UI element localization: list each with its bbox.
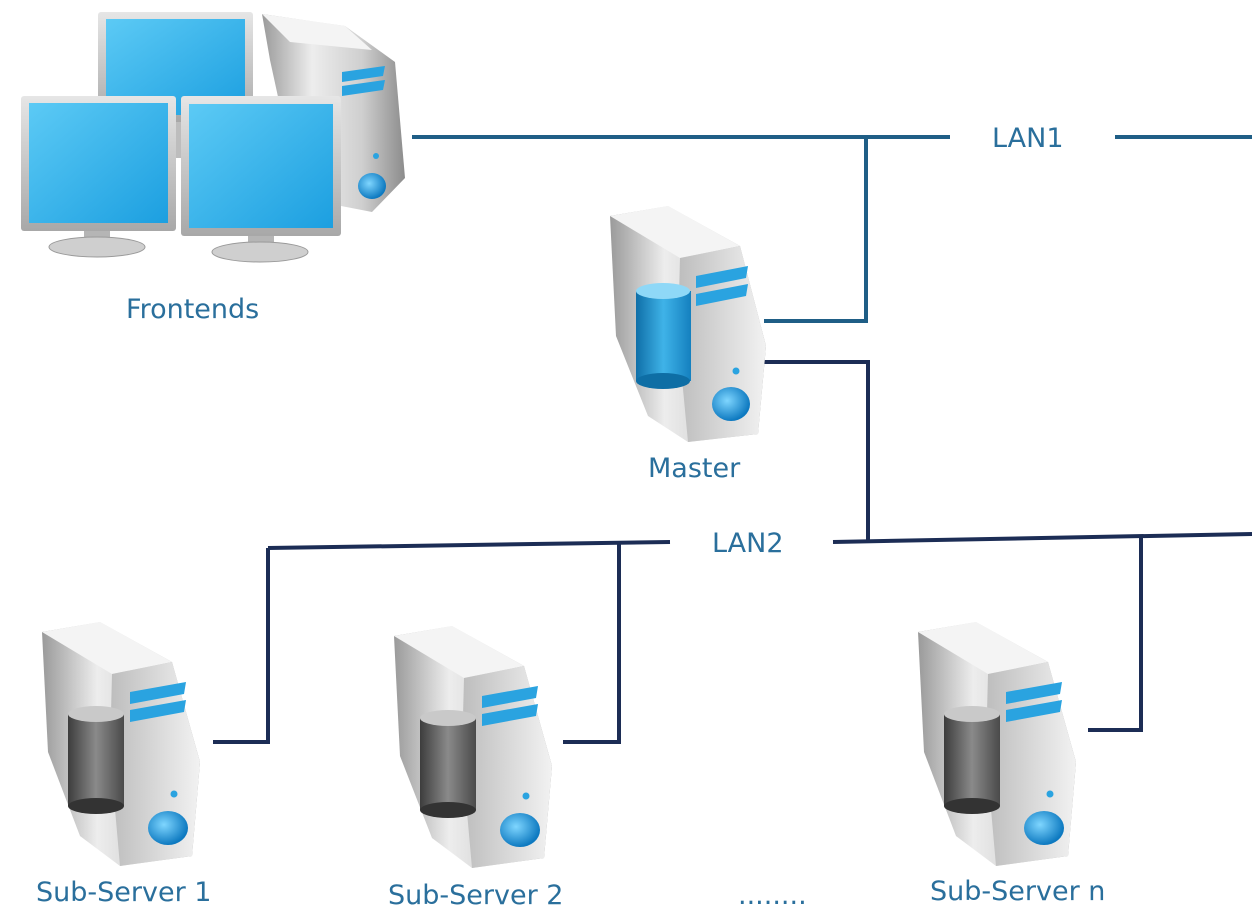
lan2-label: LAN2 [712, 528, 784, 559]
ellipsis-label: ........ [738, 880, 807, 911]
sub-server-1-label: Sub-Server 1 [36, 877, 212, 908]
sub-server-1-icon [42, 622, 200, 866]
lan2-trunk-left [267, 540, 671, 550]
lan2-subn-link [1088, 537, 1143, 732]
frontends-label: Frontends [126, 294, 260, 325]
lan1-label: LAN1 [992, 123, 1064, 154]
lan1-master-link [764, 137, 868, 323]
sub-server-n-icon [918, 622, 1076, 866]
sub-server-2-icon [394, 626, 552, 868]
lan2-master-link [764, 360, 870, 540]
sub-server-n-label: Sub-Server n [930, 876, 1106, 907]
sub-server-2-label: Sub-Server 2 [388, 880, 564, 911]
lan2-sub1-link [213, 548, 270, 744]
master-server-icon [610, 206, 766, 442]
master-label: Master [648, 453, 741, 484]
lan2-sub2-link [563, 544, 621, 744]
lan2-trunk-right [832, 532, 1252, 544]
lan2-lines [213, 360, 1252, 744]
frontends-icon [21, 12, 405, 263]
lan1-lines [412, 135, 1252, 323]
